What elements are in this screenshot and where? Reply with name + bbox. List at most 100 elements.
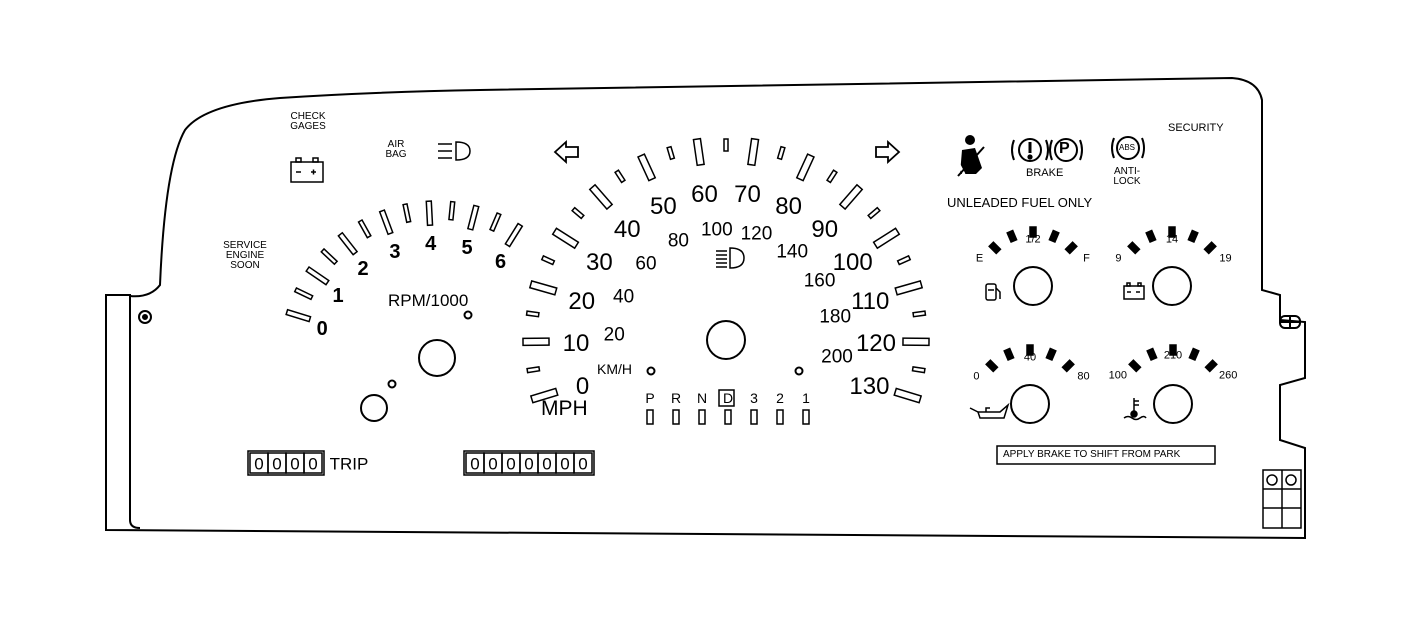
mph-label: 70: [734, 180, 761, 208]
speedo-major-tick: [522, 337, 550, 347]
kmh-label: 180: [819, 306, 852, 328]
temp-gauge-tick: [1188, 347, 1200, 362]
speedo-major-tick: [795, 153, 815, 182]
volt-gauge-label: 19: [1219, 252, 1232, 265]
gear-label-3: 3: [750, 390, 758, 406]
speedo-major-tick: [551, 227, 580, 250]
temp-gauge-tick: [1169, 344, 1177, 356]
speedo-minor-tick: [911, 365, 926, 374]
mph-unit-label: MPH: [541, 397, 588, 420]
fog-lamp-icon: [438, 141, 471, 161]
oil-gauge-tick: [1003, 347, 1015, 362]
trip-counter-digit: 0: [254, 454, 264, 474]
unleaded-fuel-only: UNLEADED FUEL ONLY: [947, 195, 1093, 210]
oil-can-icon: [969, 402, 1010, 419]
fuel-gauge-label: E: [975, 252, 984, 265]
oil-gauge-label: 0: [973, 370, 980, 383]
gear-lamp: [750, 409, 758, 425]
tach-label: 2: [357, 258, 369, 281]
speedo-major-tick: [692, 137, 705, 167]
service-engine-soon-line2: ENGINE: [225, 250, 265, 261]
oil-gauge-tick: [1045, 347, 1057, 362]
trip-counter-digit-cell: [303, 452, 323, 474]
speedo-major-tick: [637, 153, 657, 182]
temp-gauge-label: 210: [1163, 349, 1183, 362]
odometer-counter-digit: 0: [542, 454, 552, 474]
volt-gauge-label: 9: [1115, 252, 1122, 265]
tach-minor-tick: [357, 219, 372, 239]
odometer-counter-digit-cell: [573, 452, 593, 474]
anti-lock-line2: LOCK: [1113, 176, 1141, 187]
mph-label: 60: [691, 180, 718, 208]
trip-counter: [247, 450, 325, 476]
fuel-gauge-pivot: [1013, 266, 1053, 306]
speedo-minor-tick: [540, 254, 556, 266]
trip-counter-digit: 0: [308, 454, 318, 474]
speedo-minor-tick: [826, 169, 838, 184]
oil-gauge-tick: [985, 359, 999, 373]
seatbelt-icon: [948, 135, 985, 177]
volt-gauge-pivot: [1152, 266, 1192, 306]
speedo-minor-tick: [896, 254, 912, 266]
left-turn-arrow-icon: [553, 139, 579, 165]
tach-label: 5: [461, 236, 473, 259]
odometer-counter-digit: 0: [524, 454, 534, 474]
abs-icon-text: ABS: [1119, 143, 1136, 152]
tach-minor-tick: [320, 247, 339, 266]
tach-label: 6: [495, 251, 507, 274]
kmh-label: 20: [603, 324, 625, 346]
oil-gauge-tick: [1061, 359, 1075, 373]
odometer-counter-digit: 0: [488, 454, 498, 474]
mph-label: 30: [585, 248, 613, 276]
tach-major-tick: [466, 204, 480, 231]
gear-label-r: R: [670, 390, 682, 406]
gear-label-2: 2: [776, 390, 784, 406]
odometer-counter-digit: 0: [560, 454, 570, 474]
speedo-minor-tick: [867, 206, 881, 220]
gear-lamp: [698, 409, 706, 425]
fuel-gauge-label: 1/2: [1025, 233, 1041, 246]
fuel-gauge-label: F: [1083, 252, 1090, 265]
speedo-major-tick: [902, 337, 930, 347]
kmh-label: 160: [803, 270, 836, 291]
mph-label: 120: [855, 330, 897, 358]
gear-lamp: [724, 409, 732, 425]
odometer-counter-digit: 0: [506, 454, 516, 474]
trip-counter-digit: 0: [290, 454, 300, 474]
temp-gauge-tick: [1146, 347, 1158, 362]
speedo-minor-tick: [776, 145, 786, 161]
apply-brake-plate: [996, 445, 1216, 465]
volt-gauge-tick: [1187, 229, 1199, 244]
headlamp-icon: [716, 247, 745, 269]
trip-counter-digit: 0: [272, 454, 282, 474]
park-brake-icon: [1049, 138, 1083, 162]
temp-gauge-tick: [1204, 359, 1218, 373]
anti-lock-line1: ANTI-: [1113, 166, 1141, 177]
brake-warning-icon: [1011, 138, 1049, 162]
tach-label: 3: [389, 240, 401, 263]
trip-label: TRIP: [329, 454, 369, 474]
gear-label-d: D: [722, 390, 734, 406]
mph-label: 110: [851, 287, 890, 315]
oil-gauge-label: 80: [1077, 370, 1090, 383]
service-engine-soon-line3: SOON: [230, 260, 260, 271]
mph-label: 100: [832, 248, 873, 276]
tach-minor-tick: [489, 211, 502, 233]
oil-gauge: [985, 344, 1075, 424]
kmh-label: 200: [821, 346, 853, 368]
tach-major-tick: [305, 265, 330, 286]
gear-label-p: P: [645, 390, 655, 406]
fuel-gauge: [988, 226, 1078, 306]
speedo-minor-tick: [571, 206, 585, 220]
abs-icon: [1111, 136, 1145, 160]
volt-gauge: [1127, 226, 1217, 306]
tach-minor-tick: [402, 202, 412, 224]
odometer-counter-digit: 0: [470, 454, 480, 474]
check-gages-line2: GAGES: [290, 121, 326, 132]
right-connector: [1279, 315, 1301, 329]
fuel-gauge-tick: [1006, 229, 1018, 244]
volt-gauge-tick: [1168, 226, 1176, 238]
temp-gauge: [1128, 344, 1218, 424]
tach-label: 0: [316, 317, 328, 340]
kmh-label: 100: [700, 219, 733, 241]
